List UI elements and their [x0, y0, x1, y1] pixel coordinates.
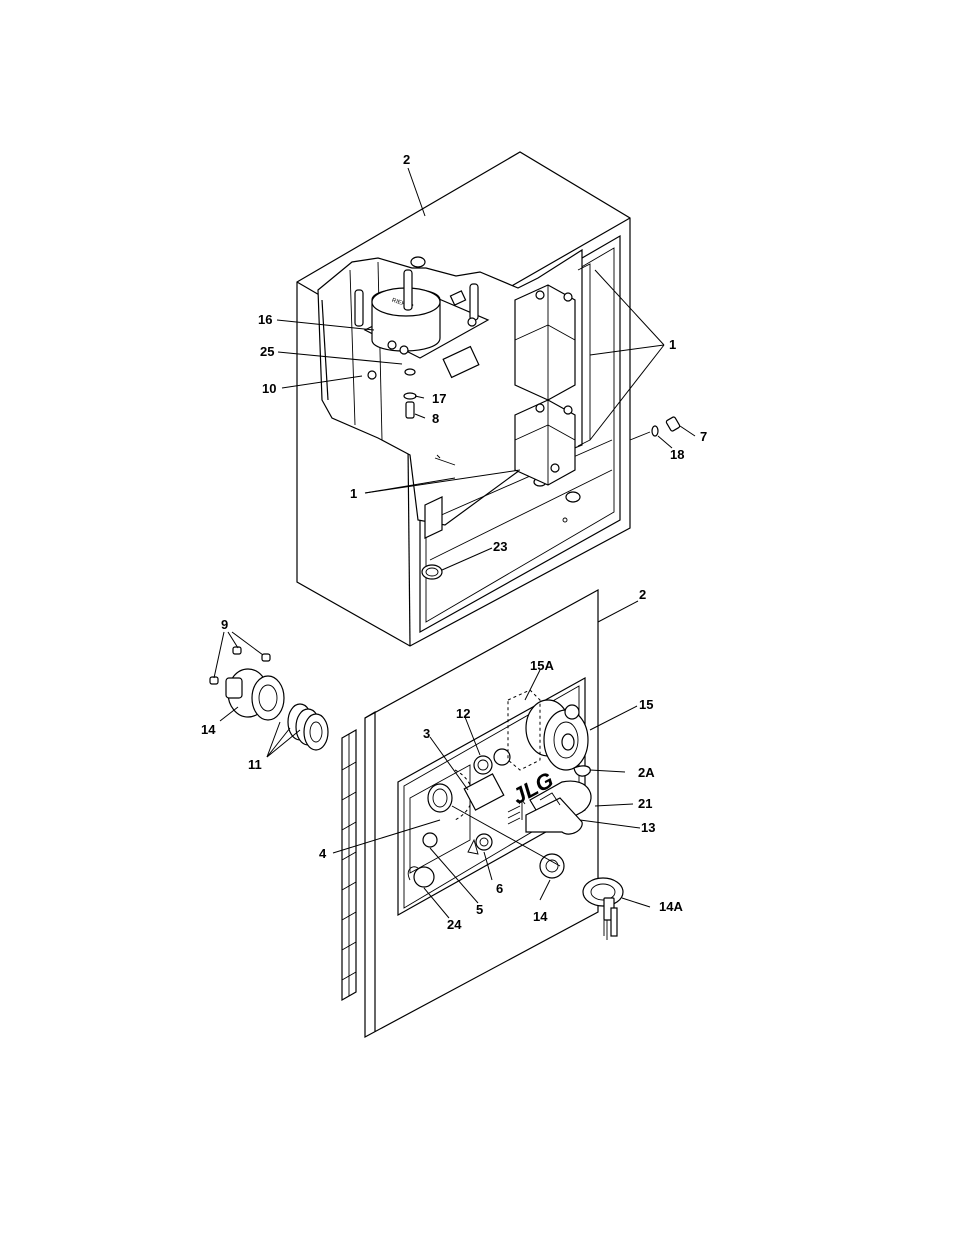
callout-14-left: 14: [201, 722, 216, 737]
callout-1-relays: 1: [669, 337, 676, 352]
callout-11: 11: [248, 757, 262, 772]
callout-7: 7: [700, 429, 707, 444]
enclosure-box: [296, 151, 631, 647]
callout-12: 12: [456, 706, 470, 721]
screw-7-washer-18: [629, 416, 681, 441]
callout-23: 23: [493, 539, 507, 554]
relay-assembly-16: RIEKER: [354, 269, 490, 419]
callout-14A: 14A: [659, 899, 683, 914]
callout-15A: 15A: [530, 658, 554, 673]
callout-3: 3: [423, 726, 430, 741]
callout-2-enclosure: 2: [403, 152, 410, 167]
leader-lines: [213, 167, 696, 919]
callout-21: 21: [638, 796, 652, 811]
callout-9: 9: [221, 617, 228, 632]
callout-10: 10: [262, 381, 276, 396]
callout-18: 18: [670, 447, 684, 462]
callout-13: 13: [641, 820, 655, 835]
key-switch-exploded: [209, 646, 329, 751]
callout-24: 24: [447, 917, 462, 932]
door-controls: JLG: [407, 689, 624, 940]
callout-15: 15: [639, 697, 653, 712]
callout-14-bottom: 14: [533, 909, 548, 924]
callout-5: 5: [476, 902, 483, 917]
callout-17: 17: [432, 391, 446, 406]
callout-16: 16: [258, 312, 272, 327]
contactor-relays-1: [514, 263, 591, 486]
callout-2A: 2A: [638, 765, 655, 780]
callout-2-door: 2: [639, 587, 646, 602]
callout-25: 25: [260, 344, 274, 359]
callout-4: 4: [319, 846, 327, 861]
callout-1-lower: 1: [350, 486, 357, 501]
callout-8: 8: [432, 411, 439, 426]
callout-6: 6: [496, 881, 503, 896]
callouts: 2 1 16 25 10 17 8 7 18 1 23 2 9 15A 12 3…: [201, 152, 707, 932]
